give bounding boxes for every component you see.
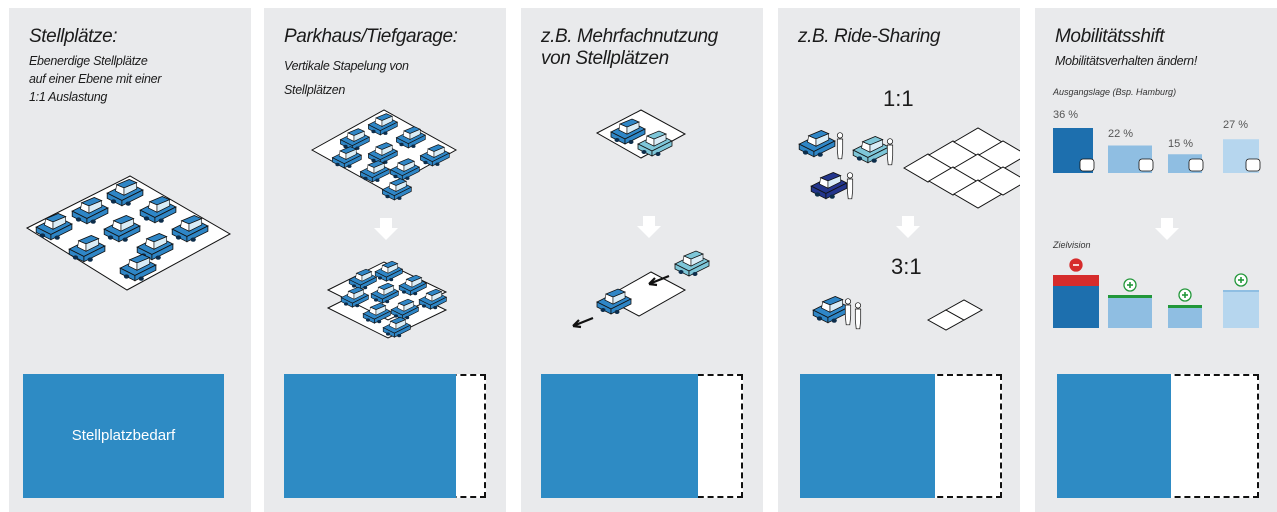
- car-icon: [596, 288, 632, 315]
- panel-mehrfachnutzung: z.B. Mehrfachnutzung von Stellplätzen: [521, 8, 763, 512]
- modal-share-transit: 22 %: [1108, 128, 1134, 140]
- panel-subtitle: Vertikale Stapelung von Stellplätzen: [284, 59, 409, 97]
- pedestrian-icon: [836, 132, 844, 160]
- panel-title: Parkhaus/Tiefgarage:: [284, 26, 458, 47]
- car-icon: [367, 142, 399, 165]
- target-bar-car: [1053, 283, 1099, 328]
- car-icon: [106, 178, 144, 207]
- modal-split-illustration: [1053, 128, 1261, 328]
- car-icon: [171, 214, 209, 243]
- parking-demand-label: Stellplatzbedarf: [71, 427, 176, 444]
- pedestrian-icon: [886, 138, 894, 166]
- car-icon: [418, 288, 448, 310]
- panel-mobilitaetsshift: Mobilitätsshift Mobilitätsverhalten ände…: [1035, 8, 1277, 512]
- panel-stellplaetze: Stellplätze: Ebenerdige Stellplätze auf …: [9, 8, 251, 512]
- bicycle-icon: [1188, 158, 1204, 172]
- enter-arrow-icon: [648, 274, 670, 287]
- car-icon: [798, 129, 836, 158]
- car-icon: [139, 195, 177, 224]
- ride-sharing-illustration: [798, 127, 1020, 331]
- stacked-parking-illustration: [310, 109, 458, 339]
- car-icon: [119, 253, 157, 282]
- parking-demand-bar: [284, 374, 456, 498]
- target-bar-bicycle: [1168, 308, 1202, 328]
- car-icon: [359, 160, 391, 183]
- parking-demand-bar: [23, 374, 224, 498]
- car-icon: [395, 126, 427, 149]
- panel-title: z.B. Mehrfachnutzung von Stellplätzen: [541, 26, 718, 69]
- car-icon: [348, 268, 378, 290]
- exit-arrow-icon: [572, 316, 594, 329]
- modal-share-bicycle: 15 %: [1168, 138, 1194, 150]
- target-bar-change: [1168, 305, 1202, 308]
- pedestrian-icon: [846, 172, 854, 200]
- car-icon: [367, 113, 399, 136]
- modal-share-walking: 27 %: [1223, 119, 1249, 131]
- car-icon: [381, 178, 413, 201]
- car-icon: [331, 146, 363, 169]
- baseline-label: Ausgangslage (Bsp. Hamburg): [1053, 87, 1177, 97]
- car-icon: [389, 158, 421, 181]
- pedestrian-icon: [1245, 158, 1261, 172]
- surface-parking-illustration: [25, 175, 232, 291]
- panel-ride-sharing: z.B. Ride-Sharing 1:1 3:1: [778, 8, 1020, 512]
- parking-demand-bar: [1057, 374, 1171, 498]
- car-icon: [637, 130, 673, 157]
- car-icon: [370, 282, 400, 304]
- parking-demand-bar: [541, 374, 698, 498]
- minus-icon: [1069, 258, 1083, 272]
- plus-icon: [1234, 273, 1248, 287]
- car-icon: [812, 295, 850, 324]
- panel-title: z.B. Ride-Sharing: [798, 26, 941, 47]
- car-icon: [852, 135, 890, 164]
- shared-use-illustration: [572, 109, 710, 329]
- parking-slot: [978, 166, 1020, 196]
- down-arrow-icon: [637, 216, 661, 238]
- car-icon: [340, 286, 370, 308]
- car-icon: [136, 232, 174, 261]
- down-arrow-icon: [1155, 218, 1179, 240]
- panel-title: Mobilitätsshift: [1055, 26, 1165, 47]
- ratio-before: 1:1: [883, 86, 914, 111]
- car-icon: [339, 128, 371, 151]
- panel-subtitle: Ebenerdige Stellplätze auf einer Ebene m…: [29, 54, 162, 104]
- target-bar-walking: [1223, 292, 1259, 328]
- target-bar-public-transport: [1108, 298, 1152, 328]
- car-icon: [362, 302, 392, 324]
- panel-title: Stellplätze:: [29, 26, 118, 47]
- car-icon: [419, 144, 451, 167]
- modal-share-car: 36 %: [1053, 109, 1079, 121]
- car-icon: [382, 316, 412, 338]
- car-icon: [374, 260, 404, 282]
- car-icon: [674, 250, 710, 277]
- car-share-reduction: [1053, 276, 1099, 286]
- down-arrow-icon: [896, 216, 920, 238]
- car-icon: [1079, 158, 1095, 172]
- target-label: Zielvision: [1053, 240, 1091, 250]
- panel-parkhaus: Parkhaus/Tiefgarage: Vertikale Stapelung…: [264, 8, 506, 512]
- plus-icon: [1123, 278, 1137, 292]
- car-icon: [810, 171, 848, 200]
- parking-slot: [944, 299, 984, 321]
- car-icon: [390, 298, 420, 320]
- pedestrian-icon: [844, 298, 852, 326]
- pedestrian-icon: [854, 302, 862, 330]
- car-icon: [103, 214, 141, 243]
- train-icon: [1138, 158, 1154, 172]
- parking-demand-bar: [800, 374, 935, 498]
- plus-icon: [1178, 288, 1192, 302]
- down-arrow-icon: [374, 218, 398, 240]
- car-icon: [35, 212, 73, 241]
- car-icon: [610, 118, 646, 145]
- target-bar-change: [1108, 295, 1152, 298]
- panel-subtitle: Mobilitätsverhalten ändern!: [1055, 54, 1197, 68]
- parking-slot: [978, 140, 1020, 170]
- car-icon: [71, 196, 109, 225]
- car-icon: [398, 274, 428, 296]
- car-icon: [68, 234, 106, 263]
- target-bar-change: [1223, 290, 1259, 292]
- ratio-after: 3:1: [891, 254, 922, 279]
